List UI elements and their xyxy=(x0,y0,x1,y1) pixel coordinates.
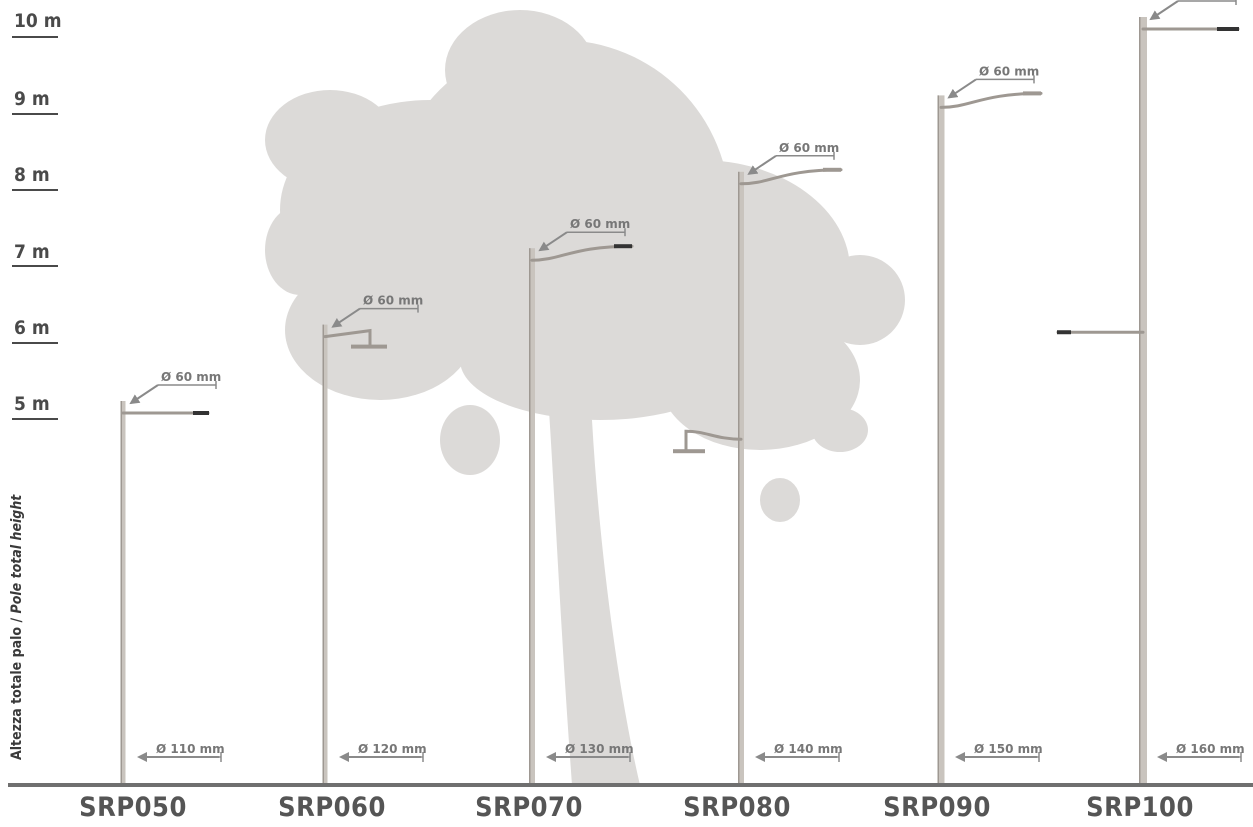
pole-shaft-srp050 xyxy=(120,401,126,783)
scale-rule-7m xyxy=(12,265,58,267)
ground-line xyxy=(8,783,1253,787)
scale-rule-6m xyxy=(12,342,58,344)
tree-trunk xyxy=(548,395,640,785)
model-name-srp090: SRP090 xyxy=(883,792,991,823)
base-diameter-srp060: Ø 120 mm xyxy=(358,742,427,756)
arm-srp090 xyxy=(939,91,1043,109)
luminaire-srp060 xyxy=(351,344,387,349)
pole-shaft-srp080 xyxy=(738,171,744,784)
base-diameter-srp080: Ø 140 mm xyxy=(774,742,843,756)
tree-silhouette xyxy=(265,10,905,785)
luminaire-srp080 xyxy=(823,167,841,172)
pole-shaft-shade-srp090 xyxy=(937,95,939,783)
arm-diameter-srp090: Ø 60 mm xyxy=(979,64,1039,78)
base-diameter-srp050: Ø 110 mm xyxy=(156,742,225,756)
pole-shaft-srp070 xyxy=(529,248,535,783)
scale-rule-9m xyxy=(12,113,58,115)
pole-shaft-shade-srp080 xyxy=(738,171,740,784)
base-diameter-srp070: Ø 130 mm xyxy=(565,742,634,756)
model-name-srp060: SRP060 xyxy=(278,792,386,823)
scale-label-7m: 7 m xyxy=(14,241,50,263)
scale-label-10m: 10 m xyxy=(14,10,62,32)
top-arrow-srp090 xyxy=(947,78,977,99)
pole-shaft-srp100 xyxy=(1139,17,1147,783)
pole-srp060: Ø 60 mm Ø 120 mm xyxy=(322,294,427,783)
top-arrow-srp100 xyxy=(1149,0,1179,21)
pole-shaft-srp090 xyxy=(937,95,945,783)
low-luminaire-srp080 xyxy=(673,449,705,454)
scale-label-6m: 6 m xyxy=(14,317,50,339)
scale-rule-5m xyxy=(12,418,58,420)
arm-diameter-srp060: Ø 60 mm xyxy=(363,294,423,308)
luminaire-srp100 xyxy=(1217,27,1239,31)
arm-diameter-srp050: Ø 60 mm xyxy=(161,370,221,384)
pole-srp090: Ø 60 mm Ø 150 mm xyxy=(937,64,1043,783)
luminaire-srp050 xyxy=(193,411,209,415)
pole-srp080: Ø 60 mm Ø 140 mm xyxy=(673,141,843,784)
model-name-srp070: SRP070 xyxy=(475,792,583,823)
low-arm-srp080 xyxy=(684,429,743,451)
pole-shaft-srp060 xyxy=(322,324,328,783)
pole-srp070: Ø 60 mm Ø 130 mm xyxy=(529,217,634,783)
pole-shaft-shade-srp100 xyxy=(1139,17,1141,783)
scale-label-5m: 5 m xyxy=(14,393,50,415)
base-diameter-srp090: Ø 150 mm xyxy=(974,742,1043,756)
top-arrow-srp070 xyxy=(538,231,568,252)
scale-rule-10m xyxy=(12,36,58,38)
top-arrow-srp050 xyxy=(129,384,159,405)
model-name-srp050: SRP050 xyxy=(79,792,187,823)
base-diameter-srp100: Ø 160 mm xyxy=(1176,742,1245,756)
pole-shaft-shade-srp050 xyxy=(120,401,122,783)
poles-layer: Ø 60 mmØ 110 mmØ 60 mmØ 120 mmØ 60 mmØ 1… xyxy=(120,0,1245,784)
pole-shaft-shade-srp060 xyxy=(322,324,324,783)
luminaire-srp090 xyxy=(1023,91,1041,96)
top-arrow-srp080 xyxy=(747,154,777,175)
luminaire-srp070 xyxy=(614,244,632,249)
pole-shaft-shade-srp070 xyxy=(529,248,531,783)
scale-rule-8m xyxy=(12,189,58,191)
scale-label-9m: 9 m xyxy=(14,88,50,110)
model-name-srp100: SRP100 xyxy=(1086,792,1194,823)
arm-srp060 xyxy=(323,328,372,347)
pole-srp100: Ø 60 mmØ 160 mm xyxy=(1056,0,1245,783)
arm-diameter-srp080: Ø 60 mm xyxy=(779,141,839,155)
pole-srp050: Ø 60 mm Ø 110 mm xyxy=(120,370,225,783)
top-arrow-srp060 xyxy=(331,307,361,328)
mid-luminaire-srp100 xyxy=(1057,330,1071,335)
arm-diameter-srp070: Ø 60 mm xyxy=(570,217,630,231)
model-name-srp080: SRP080 xyxy=(683,792,791,823)
scale-label-8m: 8 m xyxy=(14,164,50,186)
